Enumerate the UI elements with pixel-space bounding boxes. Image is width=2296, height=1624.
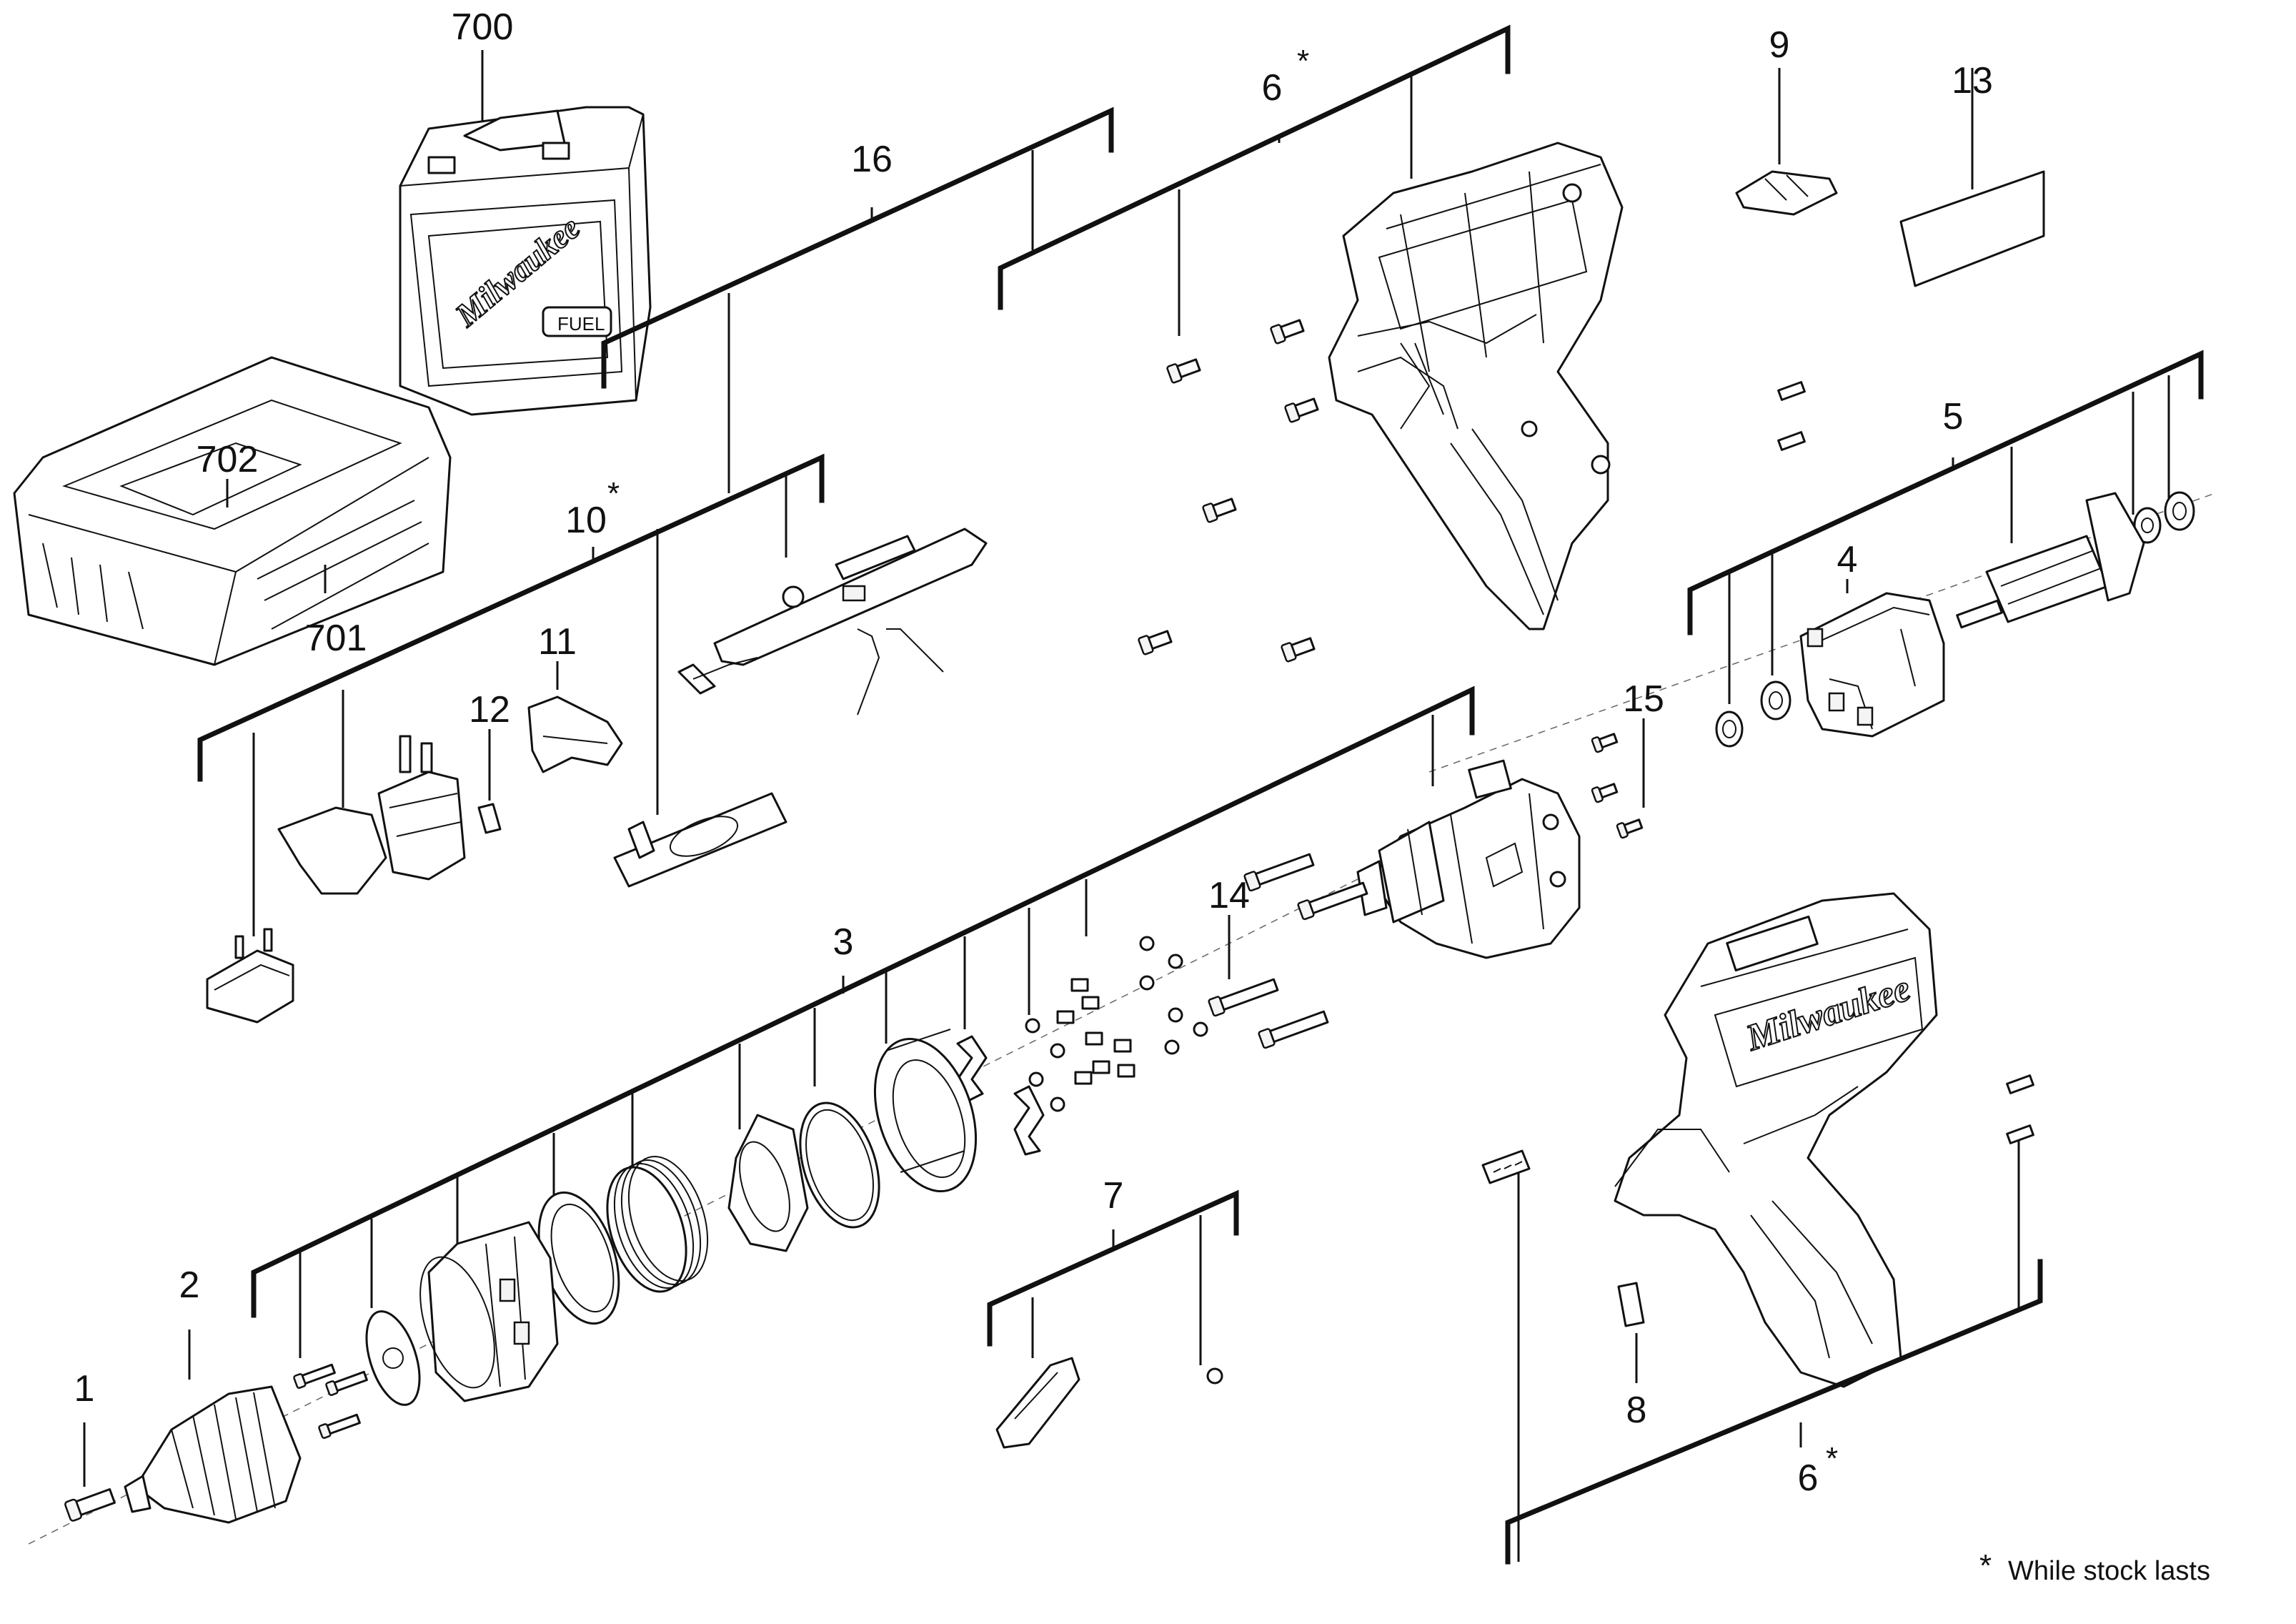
- callout-16: 16: [851, 139, 893, 180]
- fuel-badge: FUEL: [557, 313, 605, 335]
- screw: [1270, 319, 1305, 345]
- carrying-case-701: [13, 356, 452, 666]
- footnote-asterisk: *: [1979, 1548, 1992, 1583]
- screw: [1281, 637, 1316, 663]
- screw: [1202, 497, 1237, 523]
- part-12-spring: [477, 803, 502, 834]
- trigger-switch: [277, 735, 466, 895]
- chuck-screws: [293, 1363, 368, 1439]
- footnote: * While stock lasts: [1979, 1548, 2210, 1586]
- asterisk-10: *: [607, 476, 620, 511]
- callout-3: 3: [833, 921, 854, 963]
- contact-disc: [613, 792, 787, 888]
- retaining-ring: [799, 1101, 880, 1229]
- callout-700: 700: [452, 6, 514, 48]
- screw: [1591, 733, 1619, 753]
- asterisk-6-top: *: [1297, 44, 1309, 79]
- screw: [1138, 630, 1173, 655]
- callout-5: 5: [1943, 396, 1964, 437]
- motor-rotor: [1956, 492, 2145, 629]
- footnote-text: While stock lasts: [2008, 1556, 2210, 1586]
- gearbox-transmission: [1356, 759, 1581, 959]
- part-4-stator: [1799, 592, 1945, 738]
- callout-15: 15: [1623, 678, 1664, 720]
- nameplate: [1481, 1149, 1531, 1184]
- part-8-spring: [1617, 1282, 1645, 1327]
- pins: [2006, 1074, 2034, 1144]
- long-screw: [1258, 1010, 1329, 1049]
- bracket-5: [1687, 350, 2204, 704]
- screw: [1591, 783, 1619, 803]
- bearing: [1715, 710, 1744, 748]
- callout-12: 12: [469, 689, 510, 731]
- clutch-plate: [727, 1114, 809, 1252]
- bracket-16: [601, 107, 1114, 493]
- callout-701: 701: [305, 618, 367, 659]
- callout-1: 1: [74, 1368, 95, 1410]
- bearing: [2164, 491, 2195, 531]
- screw: [1616, 818, 1644, 839]
- part-2-keyless-chuck: [124, 1385, 302, 1524]
- callout-labels: 700 702 701 16 6 * 9 13 5 4 10 * 11 12 1…: [74, 6, 1993, 1499]
- part-9-clip: [1735, 170, 1838, 216]
- housing-half-right: Milwaukee: [1614, 892, 1938, 1388]
- part-1-chuck-screw: [64, 1488, 116, 1522]
- bracket-6-bottom: [1505, 1133, 2043, 1565]
- callout-14: 14: [1208, 875, 1250, 916]
- long-screw: [1208, 978, 1279, 1017]
- part-7-belt-clip: [995, 1357, 1080, 1449]
- belt-clip-screw: [1206, 1367, 1223, 1385]
- part-11-bracket: [527, 695, 623, 773]
- screw: [1284, 397, 1319, 423]
- ring-gear-housing: [873, 1029, 978, 1193]
- callout-7: 7: [1103, 1175, 1124, 1217]
- long-screw: [1297, 881, 1368, 921]
- housing-screws: [1138, 319, 1319, 663]
- long-screw: [1243, 853, 1315, 892]
- callout-702: 702: [197, 439, 259, 480]
- asterisk-6-bottom: *: [1826, 1441, 1838, 1476]
- callout-9: 9: [1769, 24, 1790, 66]
- callout-2: 2: [179, 1264, 200, 1306]
- battery-terminal: [206, 928, 294, 1024]
- ball-bearings: [1025, 936, 1208, 1112]
- callout-8: 8: [1626, 1390, 1647, 1431]
- callout-6-bottom: 6: [1798, 1457, 1819, 1499]
- electronics-pcb: [677, 528, 988, 716]
- chuck-washer: [365, 1310, 421, 1406]
- callout-4: 4: [1837, 539, 1858, 580]
- bearing: [1760, 680, 1791, 721]
- callout-6-top: 6: [1262, 67, 1283, 109]
- rollers: [1056, 978, 1135, 1085]
- part-13-label: [1899, 170, 2045, 287]
- callout-13: 13: [1952, 60, 1993, 102]
- carrying-case-700: Milwaukee FUEL: [399, 106, 652, 416]
- clutch-clip: [956, 1035, 1045, 1156]
- bracket-6-top: [998, 24, 1511, 336]
- clutch-collar: [419, 1221, 559, 1402]
- bracket-7: [987, 1189, 1239, 1365]
- pins: [1777, 381, 1806, 451]
- housing-half-left: [1328, 142, 1624, 630]
- clutch-spring: [606, 1156, 709, 1293]
- bracket-10: [197, 453, 825, 936]
- callout-11: 11: [538, 621, 577, 663]
- callout-10: 10: [565, 500, 607, 541]
- screw: [1166, 358, 1201, 384]
